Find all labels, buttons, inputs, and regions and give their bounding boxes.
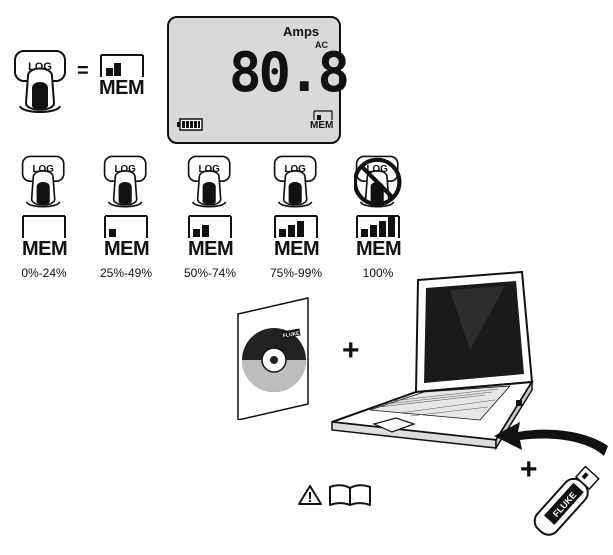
memory-bar-segment	[288, 225, 295, 237]
memory-range-label: 75%-99%	[269, 266, 323, 280]
memory-range-label: 100%	[362, 266, 394, 280]
plus-sign-cd: +	[342, 334, 360, 367]
memory-bar-segment	[109, 229, 116, 237]
laptop-icon	[331, 270, 534, 450]
mem-label: MEM	[274, 238, 320, 260]
memory-bar-segment	[379, 221, 386, 237]
cd-disc-icon: FLUKE	[237, 297, 309, 420]
mem-label-header: MEM	[99, 77, 145, 99]
memory-bar-icon	[100, 54, 144, 77]
memory-level-column: LOG MEM 0%-24%	[4, 150, 84, 295]
memory-bar-icon	[104, 215, 148, 238]
memory-bar-segment	[370, 225, 377, 237]
laptop-computer	[330, 270, 600, 450]
software-cd: FLUKE	[232, 296, 312, 420]
log-button-icon: LOG	[103, 155, 147, 208]
mem-label: MEM	[104, 238, 150, 260]
prohibited-icon	[354, 157, 402, 207]
log-button-text: LOG	[198, 164, 220, 175]
log-button-icon: LOG	[354, 155, 402, 208]
memory-level-column: LOG MEM 25%-49%	[86, 150, 166, 295]
memory-bar-segment	[193, 229, 200, 237]
mem-label: MEM	[188, 238, 234, 260]
mem-label: MEM	[22, 238, 68, 260]
memory-bar-segment	[202, 225, 209, 237]
unit-label: Amps	[283, 24, 320, 39]
warning-triangle-icon	[298, 485, 322, 505]
manual-book-icon	[329, 484, 371, 506]
usb-adapter: FLUKE	[522, 455, 610, 551]
memory-level-column: LOG MEM 50%-74%	[170, 150, 250, 295]
lcd-display: Amps AC 80.8 MEM	[167, 16, 350, 144]
mode-label: AC	[315, 40, 328, 50]
memory-bar-icon	[356, 215, 400, 238]
log-button-icon: LOG	[21, 155, 65, 208]
memory-bar-icon	[274, 215, 318, 238]
lcd-mem-label: MEM	[310, 120, 334, 131]
equals-sign: =	[77, 60, 89, 82]
battery-icon	[177, 118, 203, 131]
mem-indicator-header: MEM	[99, 53, 145, 100]
memory-bar-segment	[279, 229, 286, 237]
memory-level-column: LOG MEM 75%-99%	[256, 150, 336, 295]
memory-range-label: 0%-24%	[21, 266, 67, 280]
reading-digits: 80.8	[229, 41, 350, 104]
log-button-icon: LOG	[273, 155, 317, 208]
plus-sign-usb: +	[520, 453, 538, 486]
memory-bar-icon	[22, 215, 66, 238]
insert-arrow-icon	[494, 422, 608, 456]
cd-brand: FLUKE	[283, 330, 301, 339]
memory-bar-segment	[297, 221, 304, 237]
log-button-text: LOG	[32, 164, 54, 175]
memory-bar-segment	[388, 217, 395, 237]
memory-range-label: 25%-49%	[99, 266, 153, 280]
memory-bar-segment	[361, 229, 368, 237]
memory-bar-icon	[188, 215, 232, 238]
log-button-icon: LOG	[14, 50, 66, 113]
mem-label: MEM	[356, 238, 402, 260]
log-button-text: LOG	[284, 164, 306, 175]
memory-range-label: 50%-74%	[183, 266, 237, 280]
log-button-text: LOG	[366, 164, 388, 175]
memory-bar-icon	[313, 110, 333, 120]
log-button-icon: LOG	[187, 155, 231, 208]
log-button-text: LOG	[114, 164, 136, 175]
memory-level-column: LOG MEM 100%	[338, 150, 418, 295]
usb-stick-icon: FLUKE	[533, 465, 600, 536]
prohibited-slash	[360, 164, 395, 200]
